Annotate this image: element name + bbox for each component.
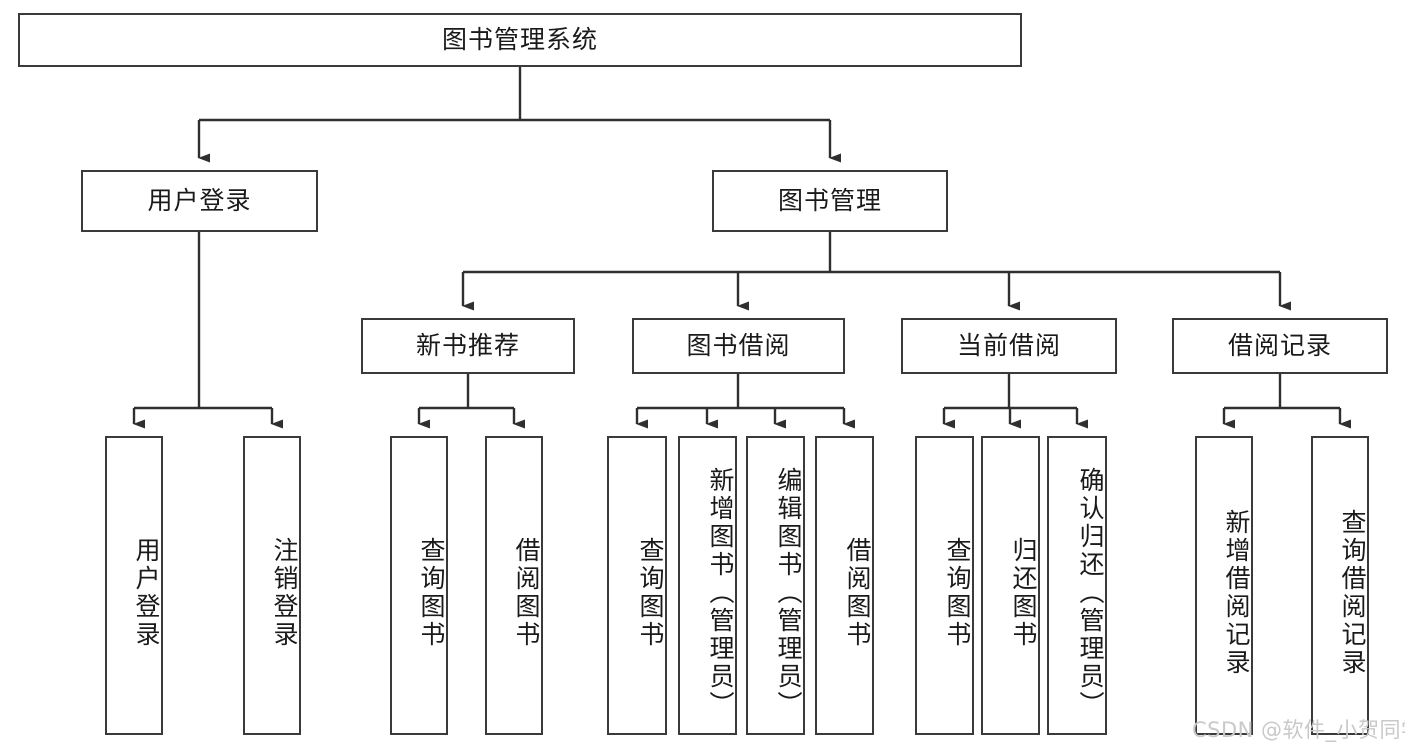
node-leaf-return-book-label: 归还图书 (1009, 536, 1038, 649)
node-root-label: 图书管理系统 (441, 25, 598, 55)
node-leaf-query-book-bor[interactable]: 查询图书 (607, 436, 667, 735)
node-leaf-query-book-bor-label: 查询图书 (636, 536, 665, 649)
node-leaf-user-login-label: 用户登录 (132, 536, 161, 649)
node-leaf-query-record[interactable]: 查询借阅记录 (1311, 436, 1369, 735)
node-new-book-recommend-label: 新书推荐 (415, 331, 520, 361)
node-leaf-logout-login-label: 注销登录 (270, 536, 299, 649)
node-leaf-confirm-return[interactable]: 确认归还（管理员） (1047, 436, 1107, 735)
node-current-borrow[interactable]: 当前借阅 (901, 318, 1117, 374)
node-leaf-query-book-rec[interactable]: 查询图书 (390, 436, 448, 735)
node-leaf-query-record-label: 查询借阅记录 (1338, 508, 1367, 677)
node-leaf-query-book-rec-label: 查询图书 (417, 536, 446, 649)
csdn-watermark: CSDN @软件_小贺同学 (1192, 718, 1405, 742)
node-borrow-record-label: 借阅记录 (1227, 331, 1332, 361)
node-leaf-edit-book-label: 编辑图书（管理员） (774, 466, 803, 719)
node-leaf-add-record-label: 新增借阅记录 (1222, 508, 1251, 677)
node-leaf-logout-login[interactable]: 注销登录 (243, 436, 301, 735)
node-book-borrow[interactable]: 图书借阅 (632, 318, 845, 374)
node-leaf-query-book-cur[interactable]: 查询图书 (915, 436, 974, 735)
node-root[interactable]: 图书管理系统 (18, 13, 1022, 67)
node-leaf-add-book-label: 新增图书（管理员） (706, 466, 735, 719)
node-new-book-recommend[interactable]: 新书推荐 (361, 318, 575, 374)
node-leaf-return-book[interactable]: 归还图书 (981, 436, 1040, 735)
node-leaf-user-login[interactable]: 用户登录 (105, 436, 163, 735)
node-book-manage[interactable]: 图书管理 (712, 170, 948, 232)
node-leaf-borrow-book-bor[interactable]: 借阅图书 (815, 436, 874, 735)
node-user-login-label: 用户登录 (147, 186, 252, 216)
node-leaf-query-book-cur-label: 查询图书 (943, 536, 972, 649)
node-leaf-borrow-book-bor-label: 借阅图书 (843, 536, 872, 649)
node-leaf-confirm-return-label: 确认归还（管理员） (1076, 466, 1105, 719)
node-current-borrow-label: 当前借阅 (956, 331, 1061, 361)
node-leaf-add-record[interactable]: 新增借阅记录 (1195, 436, 1253, 735)
node-leaf-add-book[interactable]: 新增图书（管理员） (678, 436, 737, 735)
node-borrow-record[interactable]: 借阅记录 (1172, 318, 1388, 374)
node-leaf-borrow-book-rec[interactable]: 借阅图书 (485, 436, 543, 735)
node-user-login[interactable]: 用户登录 (81, 170, 318, 232)
node-leaf-borrow-book-rec-label: 借阅图书 (512, 536, 541, 649)
node-book-manage-label: 图书管理 (777, 186, 882, 216)
node-leaf-edit-book[interactable]: 编辑图书（管理员） (746, 436, 805, 735)
node-book-borrow-label: 图书借阅 (686, 331, 791, 361)
